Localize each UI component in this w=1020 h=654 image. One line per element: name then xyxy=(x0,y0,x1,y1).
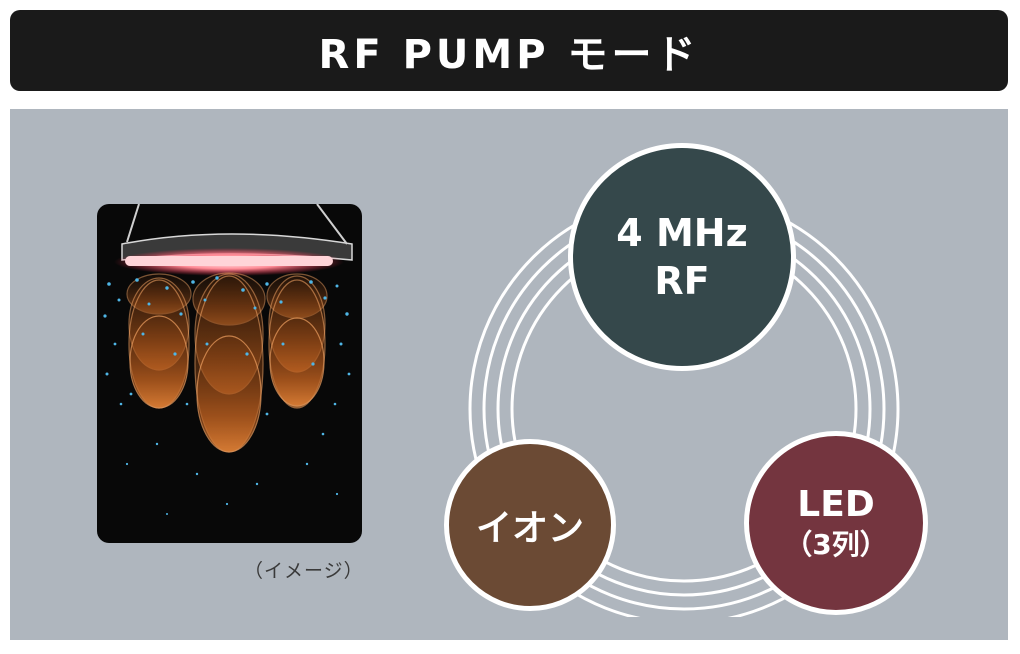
rf-wave-graphic xyxy=(103,204,353,515)
led-node-label: LED xyxy=(797,484,875,525)
rf-node-frequency: 4 MHz xyxy=(616,211,748,255)
image-caption: （イメージ） xyxy=(244,560,364,582)
rf-node: 4 MHz RF xyxy=(568,143,796,371)
mode-header: RF PUMP モード xyxy=(10,10,1008,91)
rf-node-label: RF xyxy=(654,259,710,303)
led-node-rows: （3列） xyxy=(784,528,888,561)
mode-title: RF PUMP モード xyxy=(318,31,700,78)
mode-panel: （イメージ） 4 MHz RF イオン LED （3列） xyxy=(10,109,1008,640)
ion-node-label: イオン xyxy=(475,508,584,549)
function-diagram: 4 MHz RF イオン LED （3列） xyxy=(440,137,950,617)
rf-pump-illustration xyxy=(97,204,362,543)
ion-node: イオン xyxy=(444,439,616,611)
led-node: LED （3列） xyxy=(744,431,928,615)
